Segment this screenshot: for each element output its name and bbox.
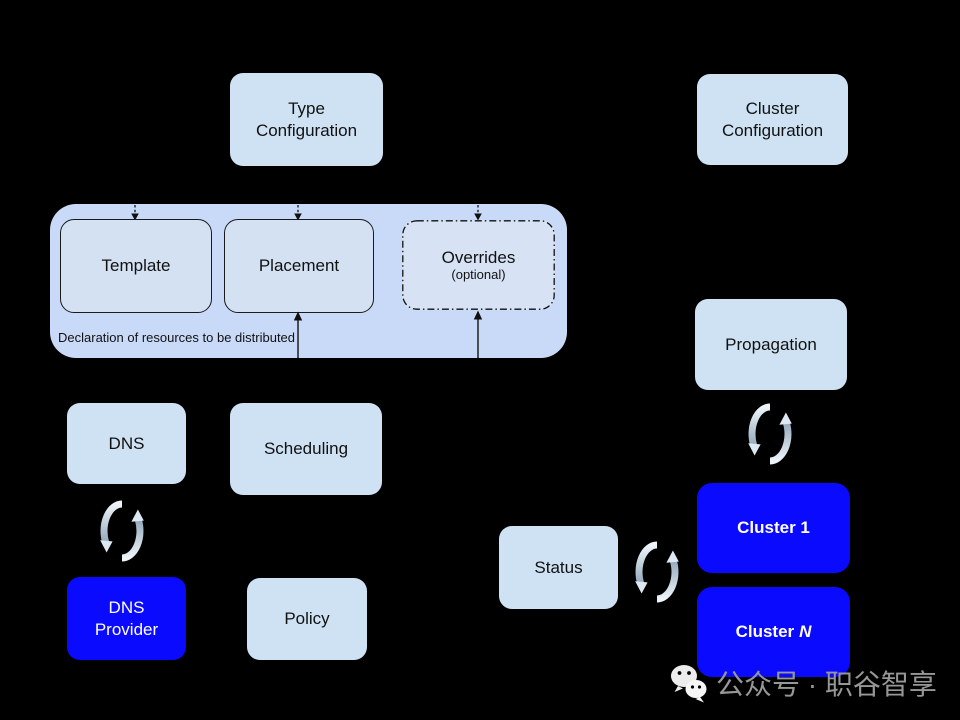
node-label-suffix: N <box>799 622 812 642</box>
dashed-arrow-down-icon <box>131 205 139 221</box>
watermark: 公众号 · 职谷智享 <box>669 662 937 704</box>
node-label: DNS Provider <box>94 597 159 639</box>
node-type-configuration: Type Configuration <box>230 73 383 166</box>
node-label: Cluster 1 <box>737 518 810 538</box>
node-label: Policy <box>284 609 330 629</box>
sync-icon <box>744 398 796 470</box>
node-sublabel: (optional) <box>451 267 506 283</box>
watermark-text: 公众号 · 职谷智享 <box>716 669 937 700</box>
wechat-icon <box>671 665 707 703</box>
node-label: Type Configuration <box>255 98 358 140</box>
node-placement: Placement <box>224 219 374 313</box>
group-caption: Declaration of resources to be distribut… <box>58 330 296 345</box>
sync-icon <box>96 495 148 567</box>
arrow-up-icon <box>473 310 483 358</box>
resource-declaration-group: Template Placement Overrides (optional) … <box>50 204 567 358</box>
node-label: Propagation <box>725 334 817 354</box>
arrow-up-icon <box>293 311 303 358</box>
dashed-arrow-down-icon <box>294 205 302 221</box>
node-overrides: Overrides (optional) <box>402 220 555 310</box>
node-propagation: Propagation <box>695 299 847 390</box>
node-policy: Policy <box>247 578 367 660</box>
node-dns-provider: DNS Provider <box>67 577 186 660</box>
node-cluster-1: Cluster 1 <box>697 483 850 573</box>
dash-dot-border <box>402 220 555 310</box>
node-label: Scheduling <box>263 439 349 459</box>
node-scheduling: Scheduling <box>230 403 382 495</box>
node-label: Overrides <box>441 247 516 267</box>
node-template: Template <box>60 219 212 313</box>
node-label-prefix: Cluster <box>735 622 795 642</box>
node-label: DNS <box>108 433 145 453</box>
node-label: Template <box>101 256 171 276</box>
sync-icon <box>631 536 683 608</box>
dashed-arrow-down-icon <box>474 205 482 221</box>
node-label: Status <box>534 557 583 577</box>
node-label: Placement <box>258 256 340 276</box>
node-cluster-configuration: Cluster Configuration <box>697 74 848 165</box>
node-dns: DNS <box>67 403 186 484</box>
node-status: Status <box>499 526 618 609</box>
node-label: Cluster Configuration <box>721 98 824 140</box>
